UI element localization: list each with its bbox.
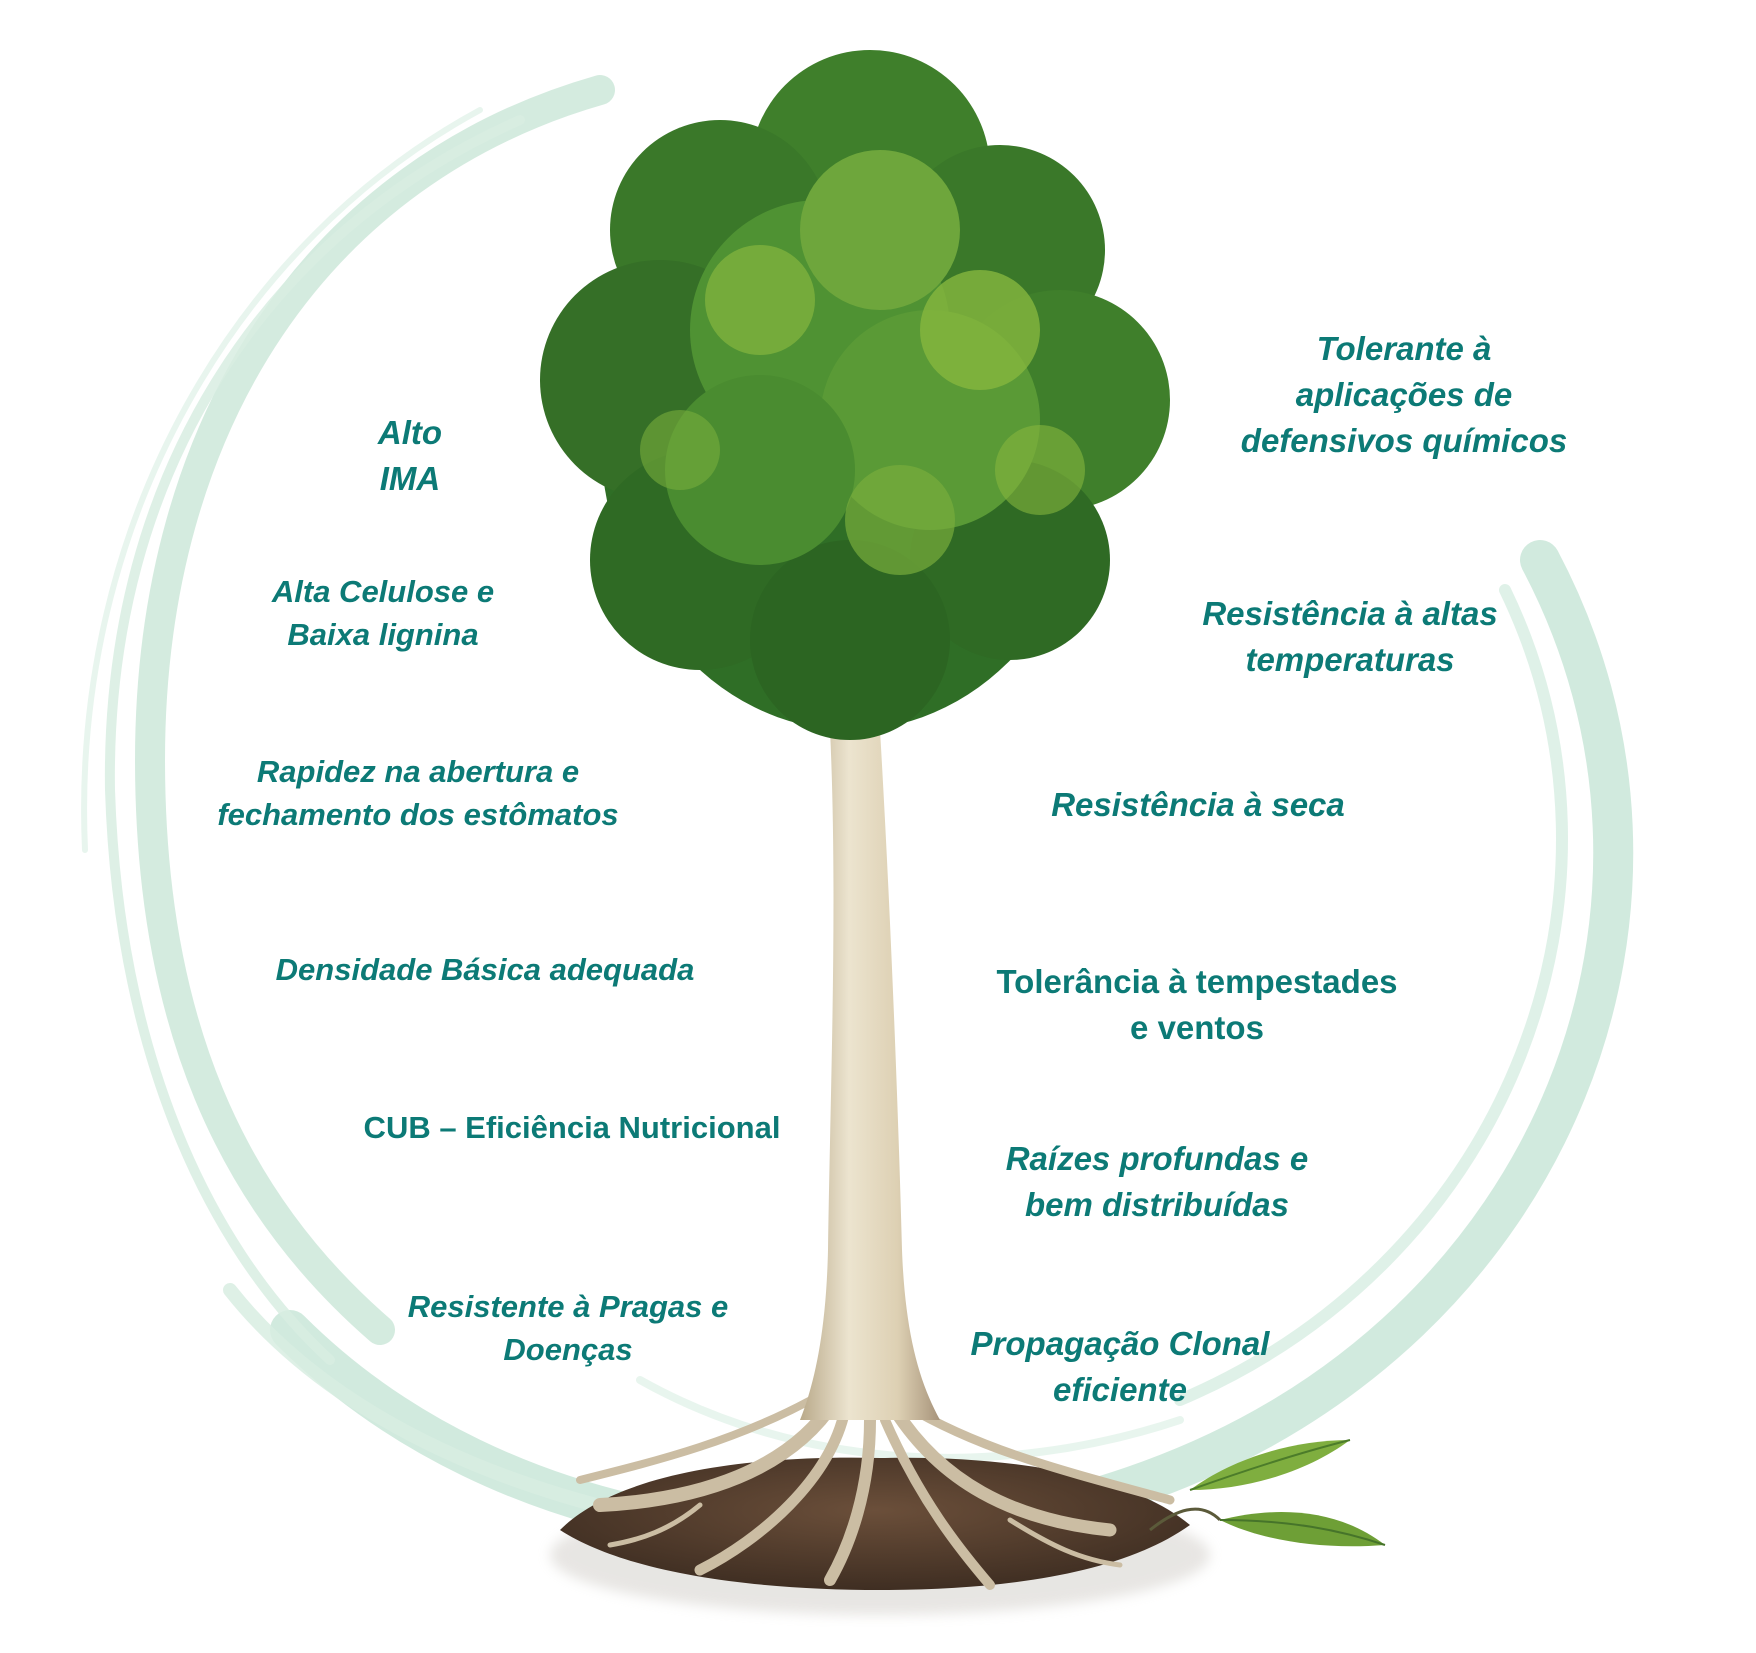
tree-roots (576, 1391, 1175, 1590)
trait-raizes-profundas: Raízes profundas e bem distribuídas (1005, 1140, 1309, 1223)
trait-resistencia-altas-temperaturas: Resistência à altas temperaturas (1202, 595, 1498, 678)
eucalyptus-leaves (1149, 1439, 1386, 1547)
trait-resistencia-seca: Resistência à seca (1051, 786, 1345, 823)
trait-tolerante-defensivos: Tolerante à aplicações de defensivos quí… (1240, 330, 1568, 459)
trait-alto-ima: Alto IMA (377, 414, 443, 497)
trait-resistente-pragas: Resistente à Pragas e Doenças (407, 1289, 729, 1367)
trait-propagacao-clonal: Propagação Clonal eficiente (970, 1325, 1270, 1408)
trait-tolerancia-tempestades: Tolerância à tempestades e ventos (996, 963, 1398, 1046)
trait-densidade-basica: Densidade Básica adequada (275, 952, 695, 987)
trait-rapidez-estomatos: Rapidez na abertura e fechamento dos est… (217, 754, 619, 832)
tree-trunk (800, 655, 940, 1420)
brush-swirl-ring (81, 75, 1634, 1557)
tree-crown (540, 50, 1170, 740)
trait-cub-eficiencia: CUB – Eficiência Nutricional (363, 1110, 781, 1145)
trait-alta-celulose: Alta Celulose e Baixa lignina (271, 574, 495, 652)
